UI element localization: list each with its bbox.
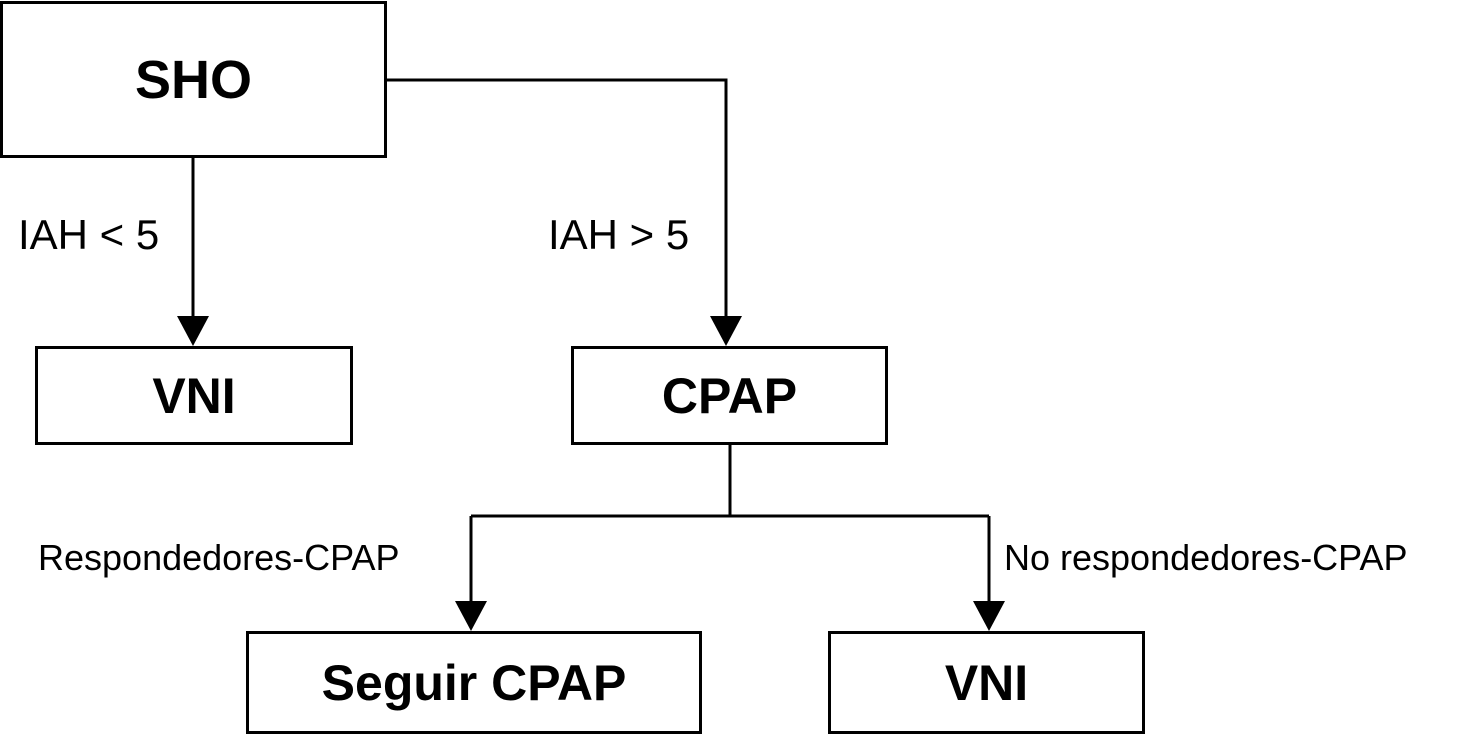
arrowhead-sho-to-cpap (710, 316, 742, 346)
node-vni-right-label: VNI (944, 654, 1029, 711)
node-seguir-cpap-label: Seguir CPAP (321, 654, 627, 711)
node-vni-right: VNI (828, 631, 1145, 734)
edge-label-respondedores: Respondedores-CPAP (38, 537, 400, 578)
node-vni-left: VNI (35, 346, 353, 445)
node-sho: SHO (0, 1, 387, 158)
arrowhead-sho-to-vni (177, 316, 209, 346)
connector-sho-to-cpap (387, 78, 728, 318)
node-seguir-cpap: Seguir CPAP (246, 631, 702, 734)
arrowhead-to-seguir-cpap (455, 601, 487, 631)
edge-label-iah-lt-5: IAH < 5 (18, 211, 160, 258)
arrowhead-to-vni-right (973, 601, 1005, 631)
node-vni-left-label: VNI (152, 367, 236, 424)
node-sho-label: SHO (134, 49, 253, 110)
node-cpap-label: CPAP (661, 367, 798, 424)
edge-label-no-respondedores: No respondedores-CPAP (1004, 537, 1408, 578)
edge-label-iah-gt-5: IAH > 5 (548, 211, 690, 258)
node-cpap: CPAP (571, 346, 888, 445)
